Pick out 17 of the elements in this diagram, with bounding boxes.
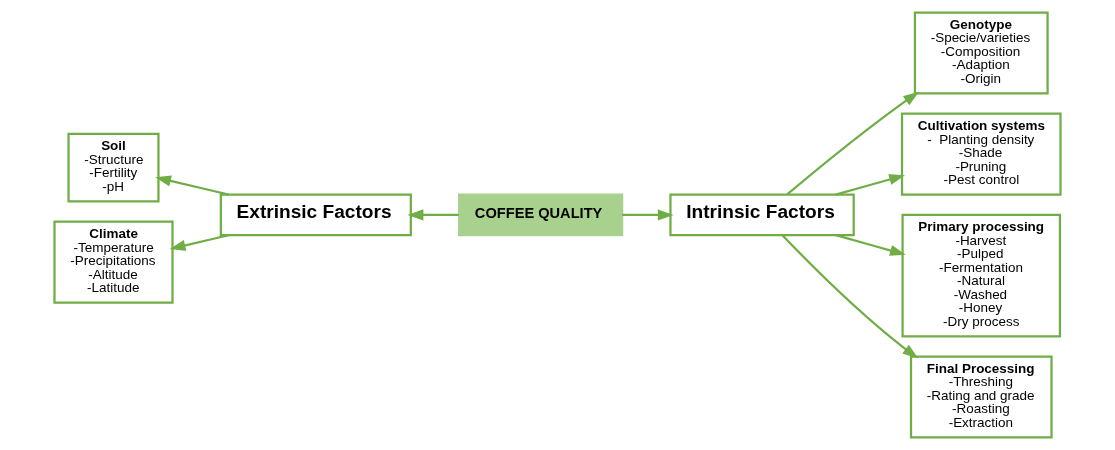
- arrow: [835, 234, 906, 256]
- arrow: [169, 234, 229, 251]
- node-box: COFFEE QUALITY: [458, 193, 624, 237]
- arrow: [622, 209, 674, 221]
- node-box: Final Processing -Threshing -Rating and grade -Roasting -Extraction: [909, 355, 1053, 439]
- arrow: [155, 175, 229, 196]
- arrow: [407, 209, 459, 221]
- node-box: Extrinsic Factors: [219, 193, 412, 237]
- node-box: Cultivation systems - Planting density -Shade -Pruning -Pest control: [900, 112, 1062, 196]
- arrow: [781, 234, 919, 359]
- node-box: Intrinsic Factors: [669, 193, 855, 237]
- node-box: Soil -Structure -Fertility -pH: [67, 132, 160, 203]
- node-box: Primary processing -Harvest -Pulped -Fermentation -Natural -Washed -Honey -Dry process: [901, 213, 1062, 338]
- arrow: [786, 91, 920, 196]
- node-box: Genotype -Specie/varieties -Composition -Adaption -Origin: [913, 11, 1049, 95]
- node-box: Climate -Temperature -Precipitations -Altitude -Latitude: [53, 220, 174, 304]
- arrow: [835, 174, 905, 196]
